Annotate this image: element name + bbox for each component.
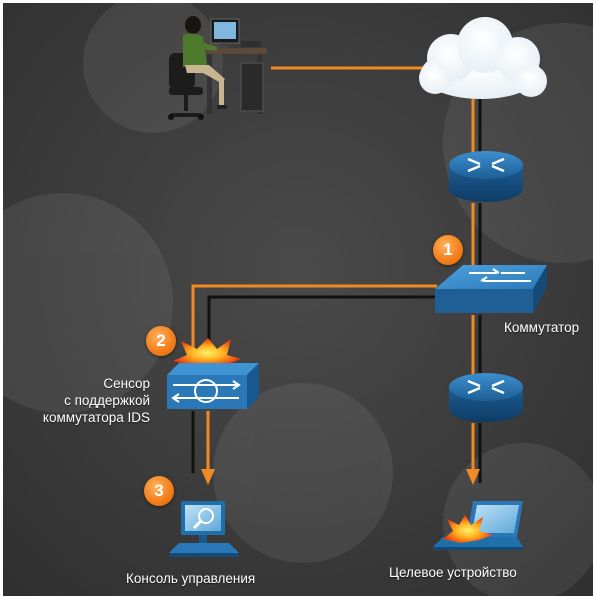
step-badge-3: 3 [144, 476, 174, 506]
arrow-to-target [466, 469, 480, 485]
cloud-icon [419, 17, 547, 99]
attacker-icon [168, 16, 267, 120]
console-label: Консоль управления [126, 571, 256, 586]
target-label: Целевое устройство [389, 565, 517, 580]
sensor-label-line2: с поддержкой [64, 393, 150, 408]
network-diagram: 1 2 3 Коммутатор Сенсор с поддержкой ком… [3, 3, 593, 596]
switch-label: Коммутатор [504, 320, 580, 335]
sensor-label-line1: Сенсор [103, 376, 150, 391]
step-badge-1: 1 [433, 235, 463, 265]
router-icon-2 [449, 373, 523, 422]
line-switch-sensor-normal [207, 295, 437, 355]
sensor-label-line3: коммутатора IDS [42, 410, 150, 425]
ids-sensor-icon [167, 363, 259, 409]
target-explosion-icon [443, 515, 493, 543]
router-icon [449, 151, 523, 202]
diagram-canvas [3, 3, 593, 596]
connection-lines [191, 66, 482, 485]
explosion-icon [173, 338, 241, 365]
arrow-to-console [201, 469, 215, 485]
management-console-icon [169, 501, 239, 557]
step-badge-2: 2 [146, 326, 176, 356]
switch-icon [435, 265, 547, 313]
line-switch-sensor-mirror [191, 284, 437, 355]
